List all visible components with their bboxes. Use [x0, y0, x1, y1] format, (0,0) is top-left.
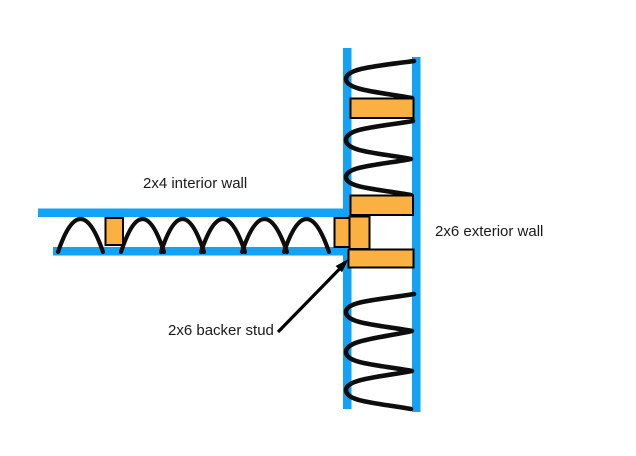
insulation-arch [118, 217, 167, 255]
insulation-coil-bottom [343, 291, 417, 412]
interior-insulation [55, 217, 332, 255]
insulation-arch [158, 217, 207, 255]
label-exterior-wall: 2x6 exterior wall [435, 223, 543, 240]
backer-stud-left-piece [333, 217, 351, 248]
exterior-left-plate-upper [343, 48, 352, 218]
exterior-left-plate-lower [343, 255, 352, 409]
exterior-wall-stud-middle [349, 194, 414, 216]
interior-wall-stud [104, 217, 124, 246]
insulation-coil-top [343, 58, 417, 101]
backer-stud-group [333, 215, 371, 250]
backer-stud-right-piece [348, 215, 371, 250]
exterior-wall-stud-bottom [347, 248, 415, 269]
insulation-arch [55, 217, 106, 255]
exterior-right-plate [412, 57, 421, 412]
interior-wall-group [38, 208, 351, 256]
insulation-arch [198, 217, 248, 255]
insulation-arch [281, 217, 332, 255]
insulation-arch [239, 217, 290, 255]
pointer-arrow [276, 259, 349, 334]
arrow-shaft [276, 267, 342, 334]
exterior-wall-stud-top [349, 97, 415, 119]
label-backer-stud: 2x6 backer stud [168, 322, 274, 339]
label-interior-wall: 2x4 interior wall [143, 175, 247, 192]
exterior-wall-group [343, 48, 421, 412]
interior-top-plate [38, 208, 351, 217]
insulation-coil-middle [343, 118, 416, 198]
arrow-head [335, 259, 349, 273]
exterior-insulation [343, 58, 417, 412]
